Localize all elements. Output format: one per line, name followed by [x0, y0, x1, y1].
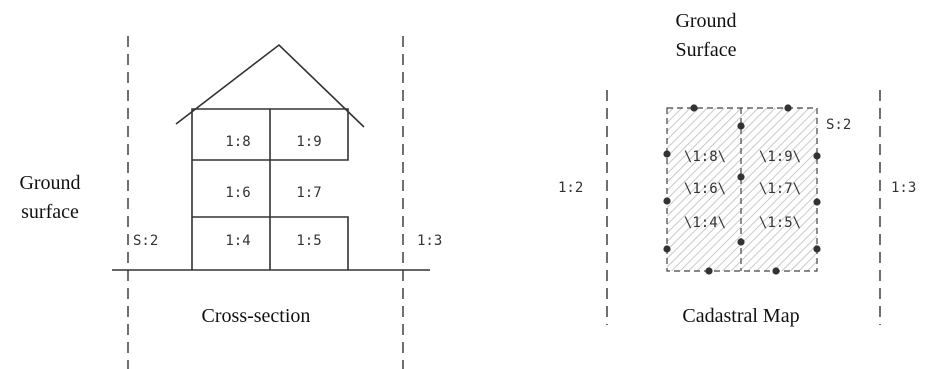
parcel-label-s2: S:2: [133, 233, 158, 249]
map-unit-1-4: \1:4\: [684, 215, 726, 231]
unit-1-4: 1:4: [225, 233, 250, 249]
upper-walls: [191, 108, 349, 270]
map-unit-1-9: \1:9\: [759, 149, 801, 165]
map-unit-1-5: \1:5\: [759, 215, 801, 231]
map-unit-1-6: \1:6\: [684, 181, 726, 197]
map-unit-1-8: \1:8\: [684, 149, 726, 165]
corner-point: [690, 104, 698, 112]
corner-point: [813, 152, 821, 160]
ground-surface-label-line1: Ground: [19, 172, 80, 194]
unit-1-8: 1:8: [225, 134, 250, 150]
map-parcel-label-s2: S:2: [826, 117, 851, 133]
ground-surface-title-line1: Ground: [675, 10, 736, 32]
unit-1-6: 1:6: [225, 185, 250, 201]
unit-1-7: 1:7: [296, 185, 321, 201]
roof: [175, 43, 365, 128]
cadastral-map-caption: Cadastral Map: [682, 305, 799, 327]
map-unit-1-7: \1:7\: [759, 181, 801, 197]
corner-point: [737, 122, 745, 130]
corner-point: [705, 267, 713, 275]
cross-section: 1:8 1:9 1:6 1:7 1:4 1:5 S:2 1:3 Ground s…: [19, 36, 442, 369]
unit-1-9: 1:9: [296, 134, 321, 150]
map-parcel-label-1-2: 1:2: [558, 180, 583, 196]
corner-point: [813, 245, 821, 253]
corner-point: [663, 197, 671, 205]
corner-point: [737, 173, 745, 181]
corner-point: [663, 150, 671, 158]
corner-point: [737, 238, 745, 246]
unit-1-5: 1:5: [296, 233, 321, 249]
parcel-label-1-3: 1:3: [417, 233, 442, 249]
map-parcel-label-1-3: 1:3: [891, 180, 916, 196]
corner-point: [813, 198, 821, 206]
corner-point: [663, 245, 671, 253]
cross-section-caption: Cross-section: [202, 305, 311, 327]
corner-point: [772, 267, 780, 275]
ground-surface-title-line2: Surface: [675, 39, 736, 61]
corner-point: [784, 104, 792, 112]
ground-surface-label-line2: surface: [21, 201, 79, 223]
floor-line-2: [192, 216, 349, 270]
cadastral-map: Ground Surface \1:8\ \1:9\ \1:6\ \1:7\ \…: [558, 10, 916, 327]
